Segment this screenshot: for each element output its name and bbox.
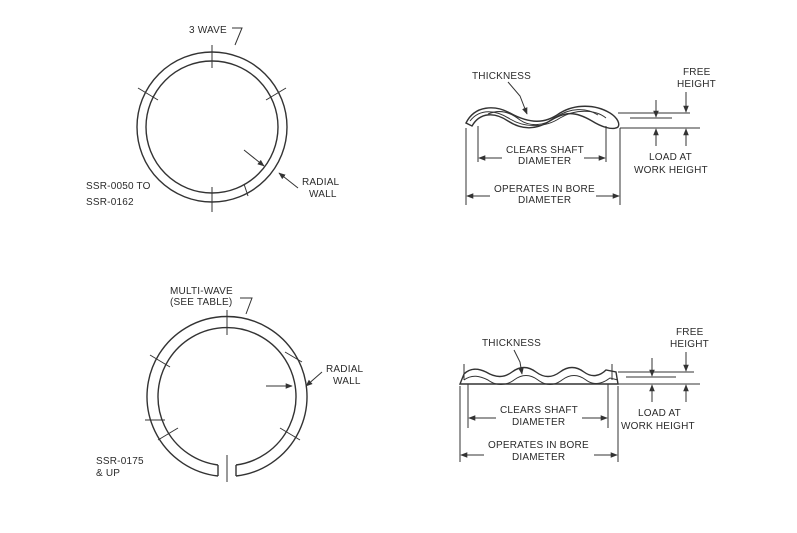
wall-label: WALL [333, 376, 361, 387]
model-range-small: SSR-0050 TO [86, 181, 151, 192]
wave-tick [157, 427, 179, 441]
label-mask [490, 182, 596, 206]
wall-label: WALL [309, 189, 337, 200]
radial-wall-arrow [243, 149, 265, 167]
multi-wave-side-view: THICKNESS FREE HEIGHT LOAD AT WORK HEIGH… [458, 327, 709, 464]
work-height-label: WORK HEIGHT [621, 421, 695, 432]
load-label: LOAD AT [649, 152, 692, 163]
multi-wave-ring-view: MULTI-WAVE (SEE TABLE) RADIAL WALL SSR-0… [96, 286, 364, 482]
ring-inner-edge [157, 326, 297, 466]
thickness-label: THICKNESS [472, 71, 531, 82]
ring-outer-edge [136, 51, 288, 203]
radial-label: RADIAL [302, 177, 340, 188]
thickness-leader [507, 81, 528, 115]
wave-tick [243, 183, 249, 197]
height-label: HEIGHT [677, 79, 716, 90]
see-table-label: (SEE TABLE) [170, 297, 232, 308]
operates-bore-label: OPERATES IN BORE [488, 440, 589, 451]
label-mask [496, 403, 582, 429]
free-label: FREE [676, 327, 704, 338]
wave-tick [149, 354, 171, 368]
diameter-label: DIAMETER [512, 452, 565, 463]
model-range-large: SSR-0175 [96, 456, 144, 467]
radial-wall-arrow [278, 172, 299, 189]
height-label: HEIGHT [670, 339, 709, 350]
diameter-label: DIAMETER [518, 156, 571, 167]
three-wave-side-view: THICKNESS FREE HEIGHT LOAD AT WORK HEIGH… [465, 67, 716, 206]
wave-tick [265, 87, 287, 101]
spring-profile [465, 105, 620, 130]
clears-shaft-label: CLEARS SHAFT [500, 405, 578, 416]
load-label: LOAD AT [638, 408, 681, 419]
label-mask [484, 438, 594, 464]
wave-tick [284, 351, 303, 363]
multi-wave-label: MULTI-WAVE [170, 286, 233, 297]
diameter-label: DIAMETER [512, 417, 565, 428]
radial-wall-arrow [305, 371, 323, 387]
radial-label: RADIAL [326, 364, 364, 375]
operates-bore-label: OPERATES IN BORE [494, 184, 595, 195]
three-wave-ring-view: 3 WAVE RADIAL WALL SSR-0050 TO SSR-0162 [86, 25, 340, 212]
ring-inner-edge [145, 60, 279, 194]
ring-outer-edge [146, 315, 308, 477]
diameter-label: DIAMETER [518, 195, 571, 206]
wave-tick [137, 87, 159, 101]
spring-profile-inner [469, 110, 607, 127]
work-height-label: WORK HEIGHT [634, 165, 708, 176]
wave-tick [279, 427, 301, 441]
spring-profile [458, 366, 619, 385]
thickness-label: THICKNESS [482, 338, 541, 349]
model-range-small: SSR-0162 [86, 197, 134, 208]
model-range-large: & UP [96, 468, 120, 479]
clears-shaft-label: CLEARS SHAFT [506, 145, 584, 156]
label-mask [502, 143, 584, 167]
three-wave-label: 3 WAVE [189, 25, 227, 36]
spring-profile-inner [463, 375, 619, 385]
three-wave-leader [232, 27, 243, 46]
free-label: FREE [683, 67, 711, 78]
spring-profile-inner [487, 109, 599, 125]
thickness-leader [513, 349, 524, 375]
multi-wave-leader [240, 297, 253, 315]
